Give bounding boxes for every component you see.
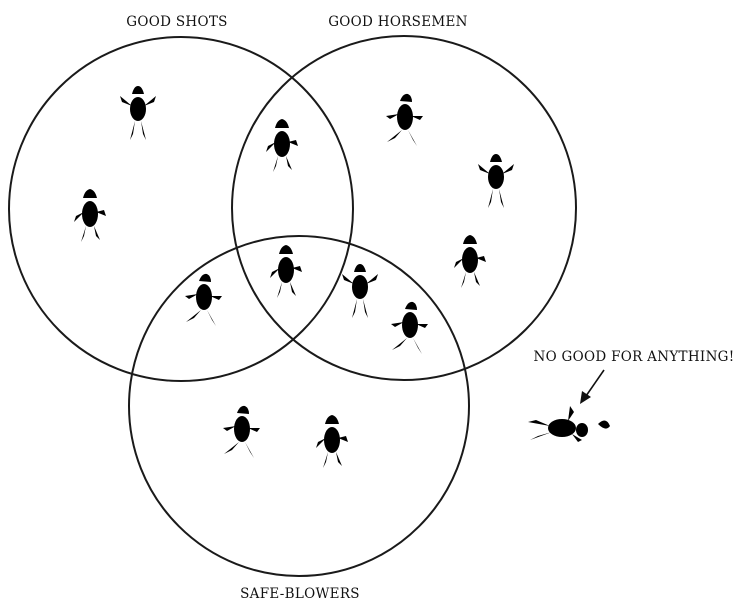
arrow-icon	[580, 370, 604, 404]
figure-outside-fallen	[528, 406, 610, 442]
set-circle-safe-blowers	[129, 236, 469, 576]
figure-horsemen-only-3	[454, 235, 486, 288]
label-no-good-for-anything: NO GOOD FOR ANYTHING!	[533, 349, 734, 365]
figure-horsemen-only-1	[386, 94, 423, 146]
figure-shots-horsemen	[266, 119, 298, 172]
figure-all-three	[270, 245, 302, 298]
figure-shots-blowers	[185, 274, 222, 326]
figure-horsemen-blowers-2	[391, 302, 428, 354]
figure-blowers-only-1	[223, 406, 260, 458]
figure-shots-only-2	[74, 189, 106, 242]
figure-blowers-only-2	[316, 415, 348, 468]
set-circle-good-shots	[9, 37, 353, 381]
label-safe-blowers: SAFE-BLOWERS	[240, 586, 360, 602]
figure-horsemen-blowers-1	[342, 264, 378, 318]
figure-shots-only-1	[120, 86, 156, 140]
figure-horsemen-only-2	[478, 154, 514, 208]
label-good-shots: GOOD SHOTS	[126, 14, 227, 30]
label-good-horsemen: GOOD HORSEMEN	[328, 14, 468, 30]
